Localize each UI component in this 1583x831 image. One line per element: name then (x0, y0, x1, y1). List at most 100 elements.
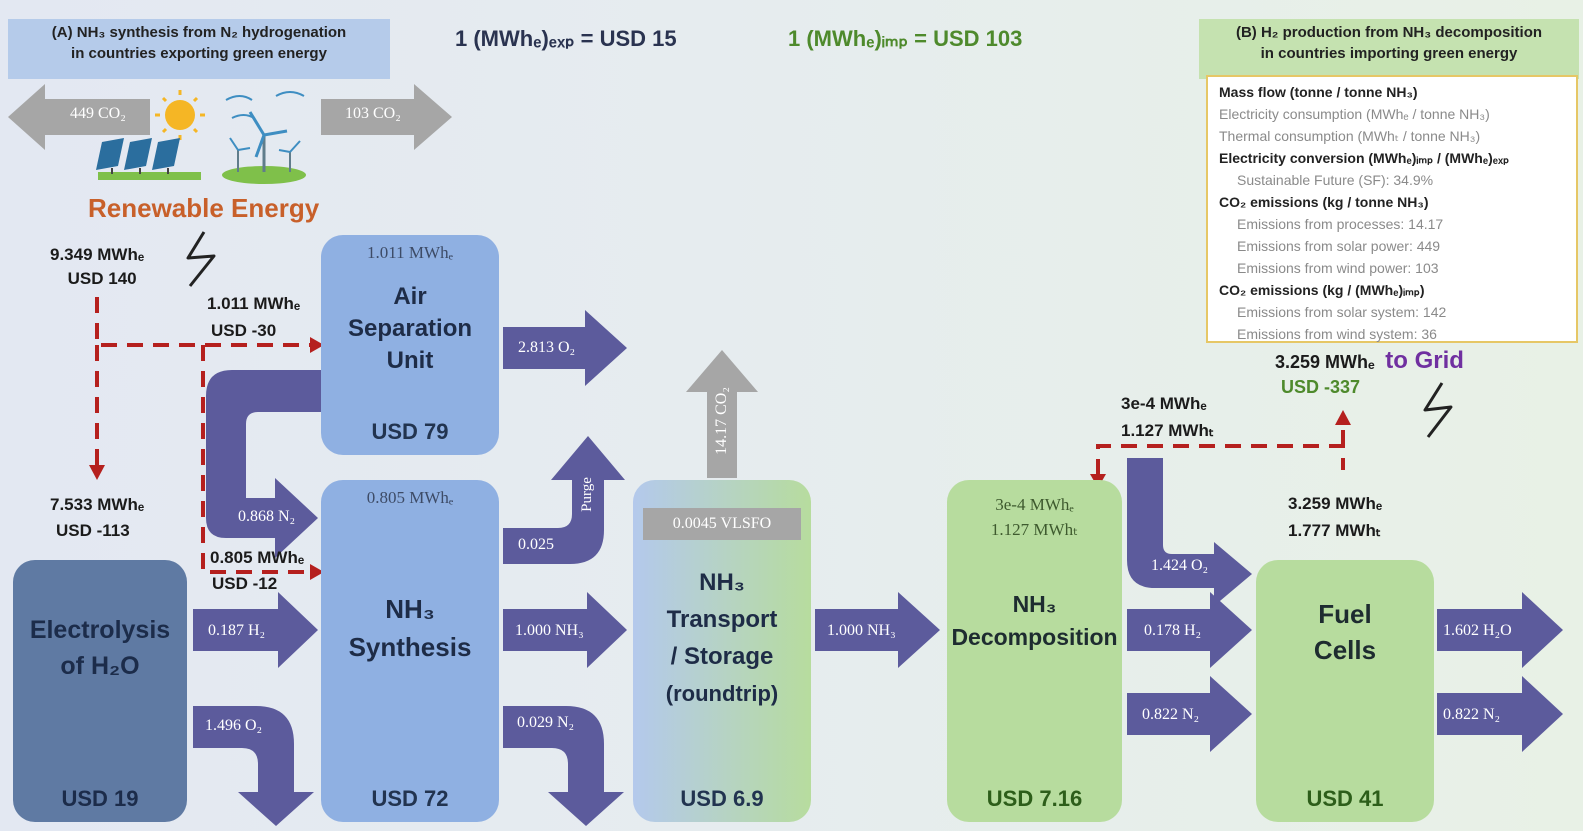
co2-left-label: 449 CO₂ (70, 105, 126, 122)
n2-decomp-arrow (1127, 676, 1252, 752)
synthesis-cost: USD 72 (371, 786, 449, 811)
syn-energy-value: 0.805 MWhₑ (210, 548, 305, 567)
section-a-header-line-1: (A) NH₃ synthesis from N₂ hydrogenation (51, 24, 347, 41)
electro-energy-cost: USD -113 (56, 521, 130, 540)
fuel-cells-box: Fuel Cells USD 41 (1256, 560, 1434, 822)
n2-syn-arrow (503, 706, 624, 826)
electrolysis-name-line-2: of H₂O (60, 652, 140, 680)
nh3-syn-arrow (503, 592, 627, 668)
energy-arrowheads (89, 337, 1351, 580)
decomposition-name: NH₃ Decomposition (951, 588, 1117, 654)
asu-energy-value: 1.011 MWhₑ (207, 294, 301, 313)
h2-in-label: 0.187 H₂ (208, 622, 266, 639)
o2-fc-label: 1.424 O₂ (1151, 557, 1209, 574)
transport-name: NH₃ Transport / Storage (roundtrip) (666, 564, 778, 712)
legend-item: Sustainable Future (SF): 34.9% (1237, 172, 1434, 188)
legend-item: CO₂ emissions (kg / (MWhₑ)ᵢₘₚ) (1219, 282, 1425, 298)
legend-box: Mass flow (tonne / tonne NH₃) Electricity… (1206, 75, 1578, 343)
section-b-header-line-1: (B) H₂ production from NH₃ decomposition (1235, 24, 1543, 41)
h2-electro-arrow (193, 592, 318, 668)
energy-dashed-lines (95, 297, 1345, 574)
total-energy-label: 9.349 MWhₑ USD 140 (50, 243, 144, 291)
n2-loop-arrow-body (206, 370, 321, 558)
n2-decomp-label: 0.822 N₂ (1142, 706, 1200, 723)
vlsfo-label: 0.0045 VLSFO (643, 508, 801, 540)
section-b-header: (B) H₂ production from NH₃ decomposition… (1199, 19, 1579, 79)
renewable-energy-label: Renewable Energy (88, 193, 320, 223)
nh3-out-label: 1.000 NH₃ (515, 622, 584, 639)
lightning-icon-right (1423, 382, 1453, 438)
decomposition-energy-t: 1.127 MWhₜ (990, 520, 1079, 539)
asu-name-line-1: Air (393, 283, 427, 310)
asu-energy-top: 1.011 MWhₑ (367, 243, 453, 262)
purge-label: Purge (578, 477, 595, 512)
nh3-synthesis-box: 0.805 MWhₑ NH₃ Synthesis USD 72 (321, 480, 499, 822)
import-rate: 1 (MWhₑ)ᵢₘₚ = USD 103 (788, 26, 1023, 51)
syn-energy-label: 0.805 MWhₑ USD -12 (210, 545, 304, 597)
transport-name-line-1: NH₃ (699, 569, 745, 596)
grid-energy: 3.259 MWhₑ to Grid (1275, 347, 1464, 375)
export-rate: 1 (MWhₑ)ₑₓₚ = USD 15 (455, 26, 677, 51)
total-energy-cost: USD 140 (67, 269, 137, 288)
fc-energy-electric: 3.259 MWhₑ (1288, 494, 1383, 513)
transport-name-line-4: (roundtrip) (665, 681, 779, 706)
transport-name-line-2: Transport (666, 606, 778, 633)
n2-syn-label: 0.029 N₂ (517, 714, 575, 731)
synthesis-name-line-1: NH₃ (385, 594, 435, 624)
decomp-input-thermal: 1.127 MWhₜ (1121, 421, 1214, 440)
co2-left-arrow (8, 84, 150, 150)
o2-asu-label: 2.813 O₂ (518, 339, 576, 356)
decomposition-energy-top: 3e-4 MWhₑ 1.127 MWhₜ (991, 492, 1078, 542)
fc-energy-thermal: 1.777 MWhₜ (1288, 521, 1381, 540)
section-a-header-line-2: in countries exporting green energy (71, 45, 327, 62)
electrolysis-cost: USD 19 (61, 786, 139, 811)
co2-right-arrow (321, 84, 452, 150)
electro-energy-value: 7.533 MWhₑ (50, 495, 145, 514)
legend-item: Mass flow (tonne / tonne NH₃) (1219, 84, 1418, 100)
synthesis-energy-top: 0.805 MWhₑ (366, 488, 454, 507)
h2-fc-label: 0.178 H₂ (1144, 622, 1202, 639)
decomposition-energy-e: 3e-4 MWhₑ (995, 495, 1074, 514)
air-separation-unit-box: 1.011 MWhₑ Air Separation Unit USD 79 (321, 235, 499, 455)
asu-cost: USD 79 (371, 419, 449, 444)
legend-item: Electricity conversion (MWhₑ)ᵢₘₚ / (MWhₑ… (1219, 150, 1510, 166)
legend-item: Emissions from wind system: 36 (1237, 326, 1437, 342)
grid-cost: USD -337 (1281, 377, 1361, 397)
legend-item: Emissions from wind power: 103 (1237, 260, 1439, 276)
nh3-decomposition-box: 3e-4 MWhₑ 1.127 MWhₜ NH₃ Decomposition U… (947, 480, 1122, 822)
legend-item: Emissions from solar power: 449 (1237, 238, 1441, 254)
grid-energy-value: 3.259 MWhₑ (1275, 352, 1375, 372)
nh3-transport-arrow (815, 592, 940, 668)
legend-item: Electricity consumption (MWhₑ / tonne NH… (1219, 106, 1490, 122)
asu-energy-cost: USD -30 (211, 321, 277, 340)
to-grid-label: to Grid (1385, 347, 1464, 374)
electrolysis-name-line-1: Electrolysis (29, 616, 171, 644)
decomp-input-electric: 3e-4 MWhₑ (1121, 394, 1207, 413)
syn-energy-cost: USD -12 (212, 574, 278, 593)
synthesis-name: NH₃ Synthesis (349, 590, 472, 666)
decomp-input-energy: 3e-4 MWhₑ 1.127 MWhₜ (1121, 390, 1214, 444)
nh3-transport-box: 0.0045 VLSFO NH₃ Transport / Storage (ro… (633, 480, 811, 822)
fuel-cells-name-line-1: Fuel (1318, 599, 1372, 629)
electrolysis-name: Electrolysis of H₂O (30, 612, 170, 684)
fuel-cells-name: Fuel Cells (1314, 596, 1376, 668)
fuel-cells-name-line-2: Cells (1313, 635, 1377, 665)
fc-energy: 3.259 MWhₑ 1.777 MWhₜ (1288, 490, 1382, 544)
asu-energy-label: 1.011 MWhₑ USD -30 (207, 290, 300, 344)
purge-arrow (503, 436, 625, 564)
o2-decomp-arrow (1127, 458, 1252, 606)
fuel-cells-cost: USD 41 (1306, 786, 1384, 811)
o2-fc-arrow (1127, 592, 1252, 668)
lightning-icon-left (186, 231, 216, 287)
n2-out-label: 0.822 N₂ (1443, 706, 1501, 723)
asu-name-line-2: Separation (347, 315, 473, 342)
total-energy-value: 9.349 MWhₑ (50, 245, 145, 264)
transport-name-line-3: / Storage (670, 643, 774, 670)
h2o-out-arrow (1437, 592, 1563, 668)
legend-item: CO₂ emissions (kg / tonne NH₃) (1219, 194, 1429, 210)
o2-electro-arrow (193, 706, 314, 826)
asu-name: Air Separation Unit (348, 281, 472, 377)
solar-panels-icon (96, 138, 201, 180)
